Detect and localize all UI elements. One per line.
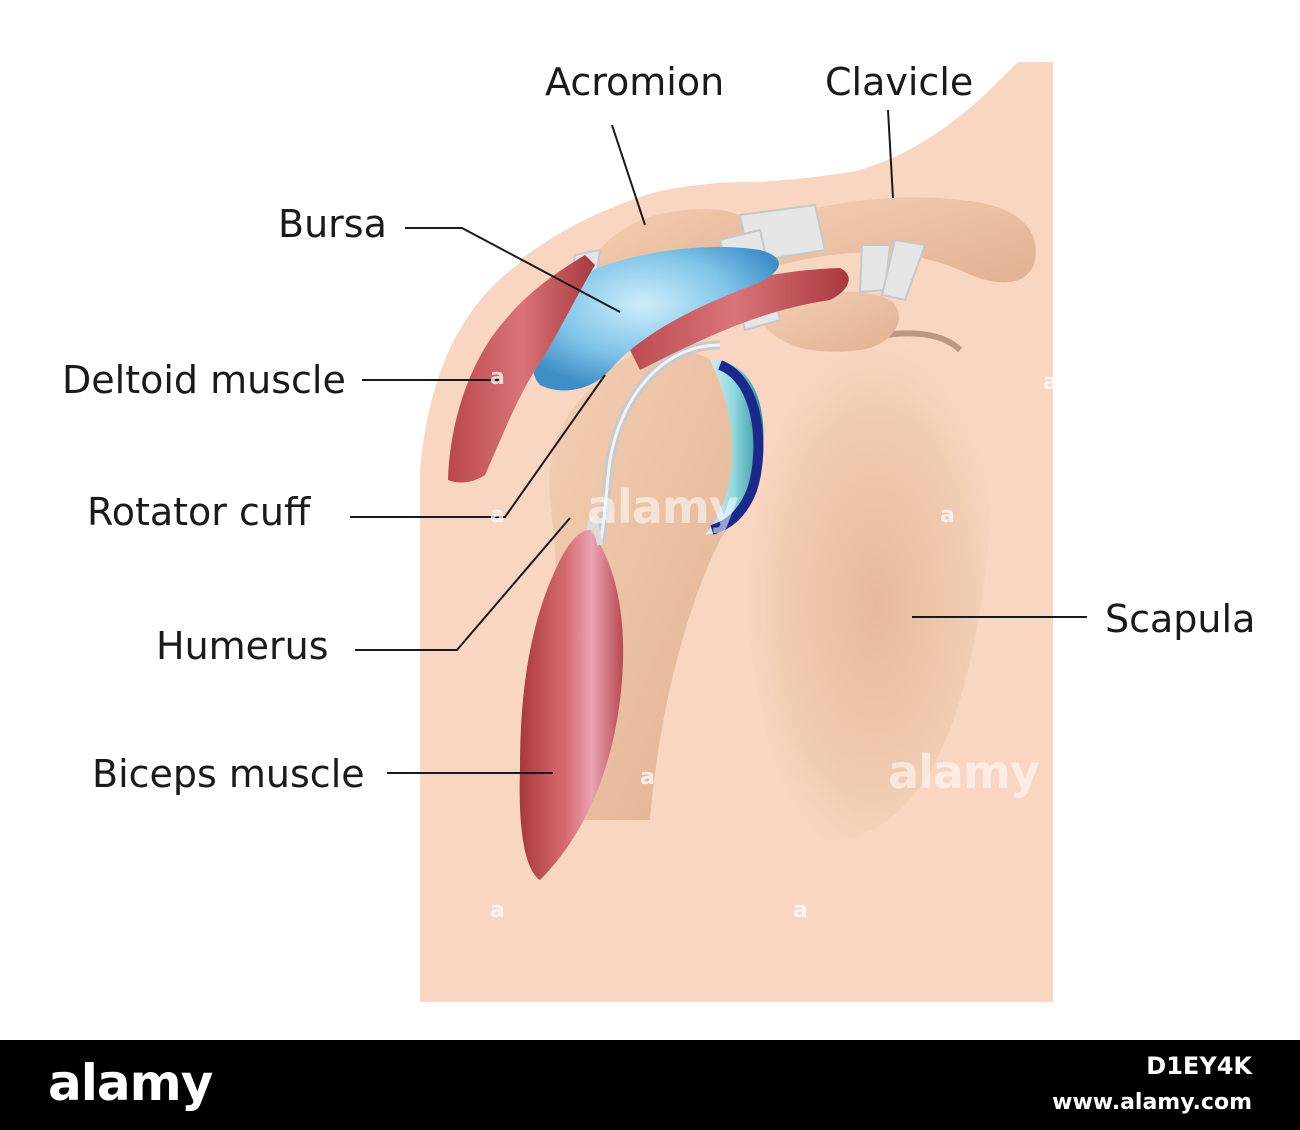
watermark-mark: a [1043,370,1058,395]
label-deltoid-muscle: Deltoid muscle [62,358,346,402]
watermark-mark: a [490,898,505,923]
footer-image-id: D1EY4K [1146,1052,1252,1080]
watermark-mark: a [490,503,505,528]
label-biceps-muscle: Biceps muscle [92,752,365,796]
label-clavicle: Clavicle [825,60,973,104]
watermark-logo: alamy [587,480,738,534]
label-humerus: Humerus [156,624,329,668]
footer-logo: alamy [48,1054,212,1112]
watermark-mark: a [640,765,655,790]
stock-footer-bar: alamy D1EY4K www.alamy.com [0,1040,1300,1130]
label-rotator-cuff: Rotator cuff [87,490,310,534]
watermark-mark: a [490,365,505,390]
watermark-logo: alamy [888,745,1039,799]
label-bursa: Bursa [278,202,387,246]
watermark-mark: a [940,503,955,528]
watermark-mark: a [793,898,808,923]
label-acromion: Acromion [545,60,724,104]
footer-url: www.alamy.com [1052,1090,1252,1115]
label-scapula: Scapula [1105,597,1255,641]
